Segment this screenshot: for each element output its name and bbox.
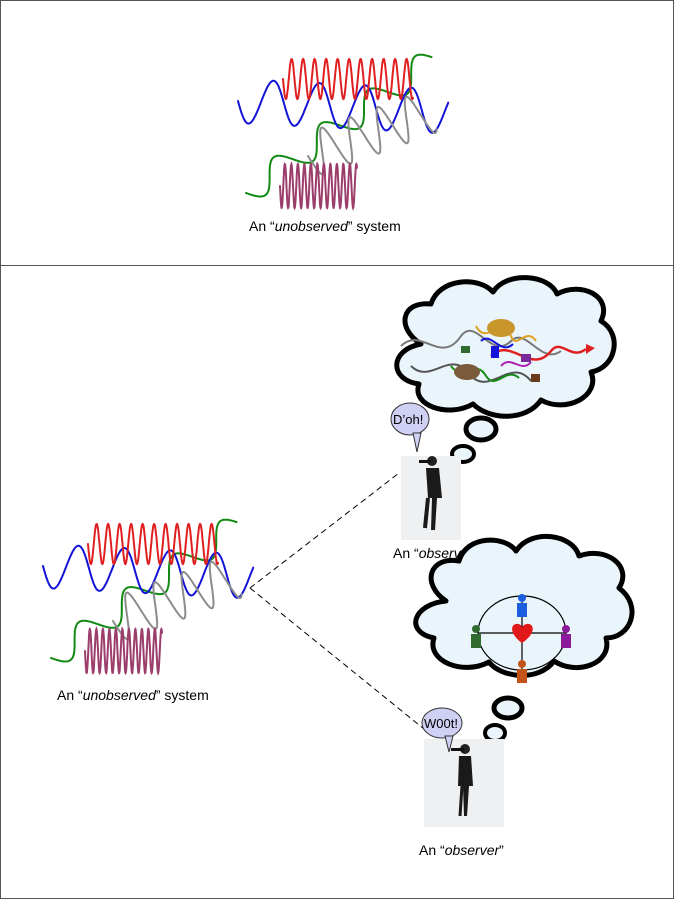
line-of-sight-top bbox=[249, 472, 400, 589]
person-icon-right bbox=[561, 625, 571, 648]
thought-cloud-chaos bbox=[394, 275, 617, 464]
caption-suffix: ” system bbox=[347, 218, 401, 234]
unobserved-system-caption-bottom: An “unobserved” system bbox=[57, 687, 209, 703]
wave-blue bbox=[42, 544, 255, 599]
object-pile-icon bbox=[531, 374, 540, 382]
caption-emphasis: unobserved bbox=[274, 218, 348, 234]
caption-prefix: An “ bbox=[249, 218, 275, 234]
wave-blue bbox=[237, 79, 450, 134]
speech-bubble-doh bbox=[390, 402, 430, 436]
wave-purple bbox=[279, 161, 358, 211]
trajectory-gray bbox=[400, 329, 562, 356]
spyglass-icon bbox=[451, 748, 464, 751]
thought-cloud-harmony bbox=[413, 533, 635, 743]
speech-bubble-woot bbox=[421, 707, 463, 739]
person-icon-left bbox=[471, 625, 481, 648]
wave-gray bbox=[112, 560, 243, 641]
wave-purple bbox=[84, 626, 163, 676]
object-hat-icon-2 bbox=[454, 364, 480, 380]
object-car-icon bbox=[461, 346, 470, 353]
speech-text-doh: D’oh! bbox=[393, 412, 423, 427]
object-figure-icon bbox=[491, 346, 499, 358]
speech-bubble-tail bbox=[412, 432, 422, 453]
observer-caption-bottom: An “observer” bbox=[419, 842, 504, 858]
line-of-sight-bottom bbox=[249, 587, 446, 747]
trajectory-orange bbox=[475, 325, 537, 342]
bottom-panel: D’oh! An “observer” bbox=[0, 265, 674, 899]
person-icon-bottom bbox=[517, 660, 527, 683]
speech-text-woot: W00t! bbox=[424, 716, 458, 731]
observer-man-head bbox=[427, 456, 437, 466]
thought-dot-large bbox=[463, 415, 499, 443]
object-hat-icon bbox=[487, 319, 515, 337]
trajectory-magenta bbox=[500, 361, 532, 367]
wave-red bbox=[87, 522, 219, 566]
object-box-icon bbox=[521, 354, 531, 362]
speech-bubble-tail bbox=[444, 735, 454, 753]
observer-man-leg bbox=[423, 497, 430, 529]
observer-woman-body bbox=[458, 756, 473, 816]
observation-scene: D’oh! An “observer” bbox=[42, 275, 635, 858]
spyglass-icon bbox=[419, 460, 431, 463]
heart-icon bbox=[512, 623, 533, 643]
person-icon-top bbox=[517, 594, 527, 617]
observer-man: D’oh! bbox=[390, 402, 461, 540]
observer-woman-leg bbox=[458, 785, 464, 817]
thought-dot-large bbox=[491, 695, 525, 721]
unobserved-system-waves-bottom bbox=[42, 518, 255, 676]
wave-green bbox=[50, 518, 238, 663]
trajectory-blue bbox=[480, 337, 514, 349]
trajectory-red bbox=[490, 345, 587, 361]
unobserved-system-caption-top: An “unobserved” system bbox=[249, 218, 401, 234]
wave-green bbox=[245, 53, 433, 198]
thought-dot-small bbox=[483, 723, 507, 743]
top-panel: An “unobserved” system bbox=[0, 0, 674, 266]
unobserved-system-waves-top bbox=[237, 53, 450, 211]
observer-man-body bbox=[426, 468, 442, 530]
wave-red bbox=[282, 57, 414, 101]
arrow-head-red bbox=[586, 344, 595, 354]
observer-woman-head bbox=[460, 744, 470, 754]
wave-gray bbox=[307, 95, 438, 176]
observer-woman: W00t! bbox=[421, 707, 504, 827]
